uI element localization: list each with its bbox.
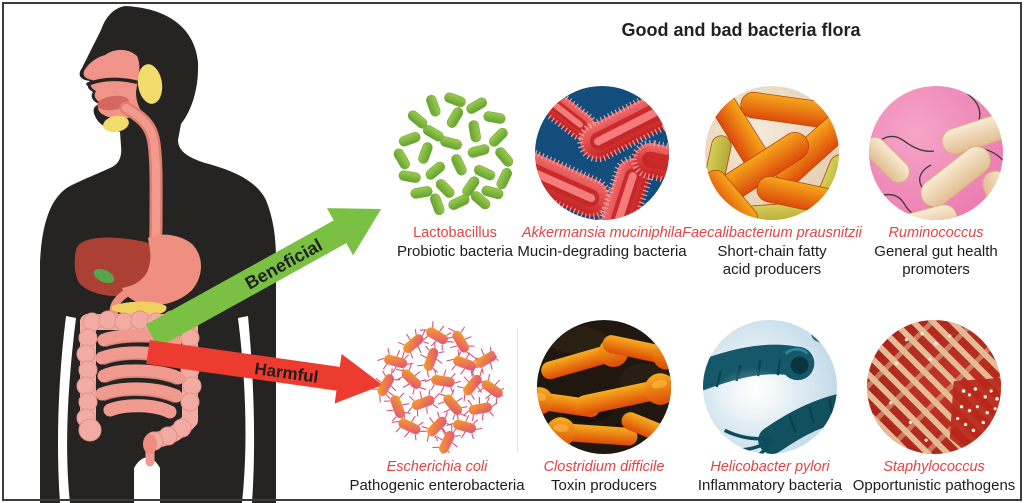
bacteria-description: Pathogenic enterobacteria <box>349 477 525 494</box>
bacteria-description: Mucin-degrading bacteria <box>517 243 687 260</box>
ruminococcus-image <box>869 86 1003 220</box>
bacteria-description: General gut health promoters <box>874 243 998 278</box>
bacteria-name: Helicobacter pylori <box>710 459 830 475</box>
bacteria-card-faecalibacterium: Faecalibacterium prausnitzii Short-chain… <box>682 86 862 278</box>
bacteria-card-staphylococcus: Staphylococcus Opportunistic pathogens <box>844 320 1024 495</box>
faecalibacterium-image <box>705 86 839 220</box>
bacteria-card-helicobacter: Helicobacter pylori Inflammatory bacteri… <box>680 320 860 495</box>
bacteria-card-ecoli: Escherichia coli Pathogenic enterobacter… <box>347 320 527 495</box>
clostridium-image <box>537 320 671 454</box>
page-title: Good and bad bacteria flora <box>621 20 861 40</box>
watermark-divider <box>517 328 518 452</box>
bacteria-name: Faecalibacterium prausnitzii <box>682 225 862 241</box>
bacteria-card-akkermansia: Akkermansia muciniphila Mucin-degrading … <box>512 86 692 261</box>
bacteria-name: Ruminococcus <box>888 225 984 241</box>
bacteria-description: Toxin producers <box>551 477 657 494</box>
bacteria-description: Short-chain fatty acid producers <box>717 243 827 278</box>
bacteria-name: Escherichia coli <box>386 459 488 475</box>
helicobacter-image <box>703 320 837 454</box>
lactobacillus-image <box>388 86 522 220</box>
bacteria-description: Inflammatory bacteria <box>697 477 843 494</box>
bacteria-description: Opportunistic pathogens <box>852 477 1016 494</box>
bacteria-name: Akkermansia muciniphila <box>521 225 683 241</box>
bacteria-name: Staphylococcus <box>883 459 985 475</box>
bacteria-description: Probiotic bacteria <box>397 243 513 260</box>
bacteria-name: Lactobacillus <box>413 225 497 241</box>
bacteria-card-clostridium: Clostridium difficile Toxin producers <box>514 320 694 495</box>
ecoli-image <box>370 320 504 454</box>
staphylococcus-image <box>867 320 1001 454</box>
bacteria-card-lactobacillus: Lactobacillus Probiotic bacteria <box>365 86 545 261</box>
bacteria-card-ruminococcus: Ruminococcus General gut health promoter… <box>846 86 1024 278</box>
akkermansia-image <box>535 86 669 220</box>
bacteria-name: Clostridium difficile <box>543 459 665 475</box>
